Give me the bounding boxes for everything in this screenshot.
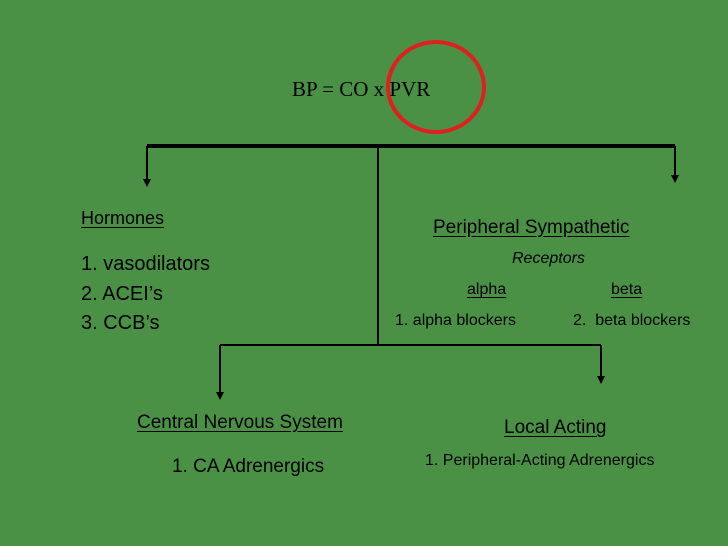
hormones-heading: Hormones [81, 208, 165, 228]
pvr-highlight-circle [386, 40, 486, 134]
local-acting-heading: Local Acting [504, 417, 607, 438]
receptors-subheading: Receptors [512, 250, 585, 267]
alpha-receptor-label: alpha [467, 281, 507, 298]
hormones-item-3: 3. CCB’s [81, 312, 160, 334]
beta-blockers-item: 2. beta blockers [573, 312, 691, 329]
beta-receptor-label: beta [611, 281, 643, 298]
bp-equation: BP = CO x PVR [292, 77, 431, 101]
cns-item: 1. CA Adrenergics [172, 456, 325, 477]
local-acting-item: 1. Peripheral-Acting Adrenergics [425, 452, 655, 469]
alpha-blockers-item: 1. alpha blockers [395, 312, 516, 329]
peripheral-sympathetic-heading: Peripheral Sympathetic [433, 217, 630, 238]
hormones-item-1: 1. vasodilators [81, 253, 210, 275]
cns-heading: Central Nervous System [137, 412, 343, 433]
hormones-item-2: 2. ACEI’s [81, 283, 163, 305]
